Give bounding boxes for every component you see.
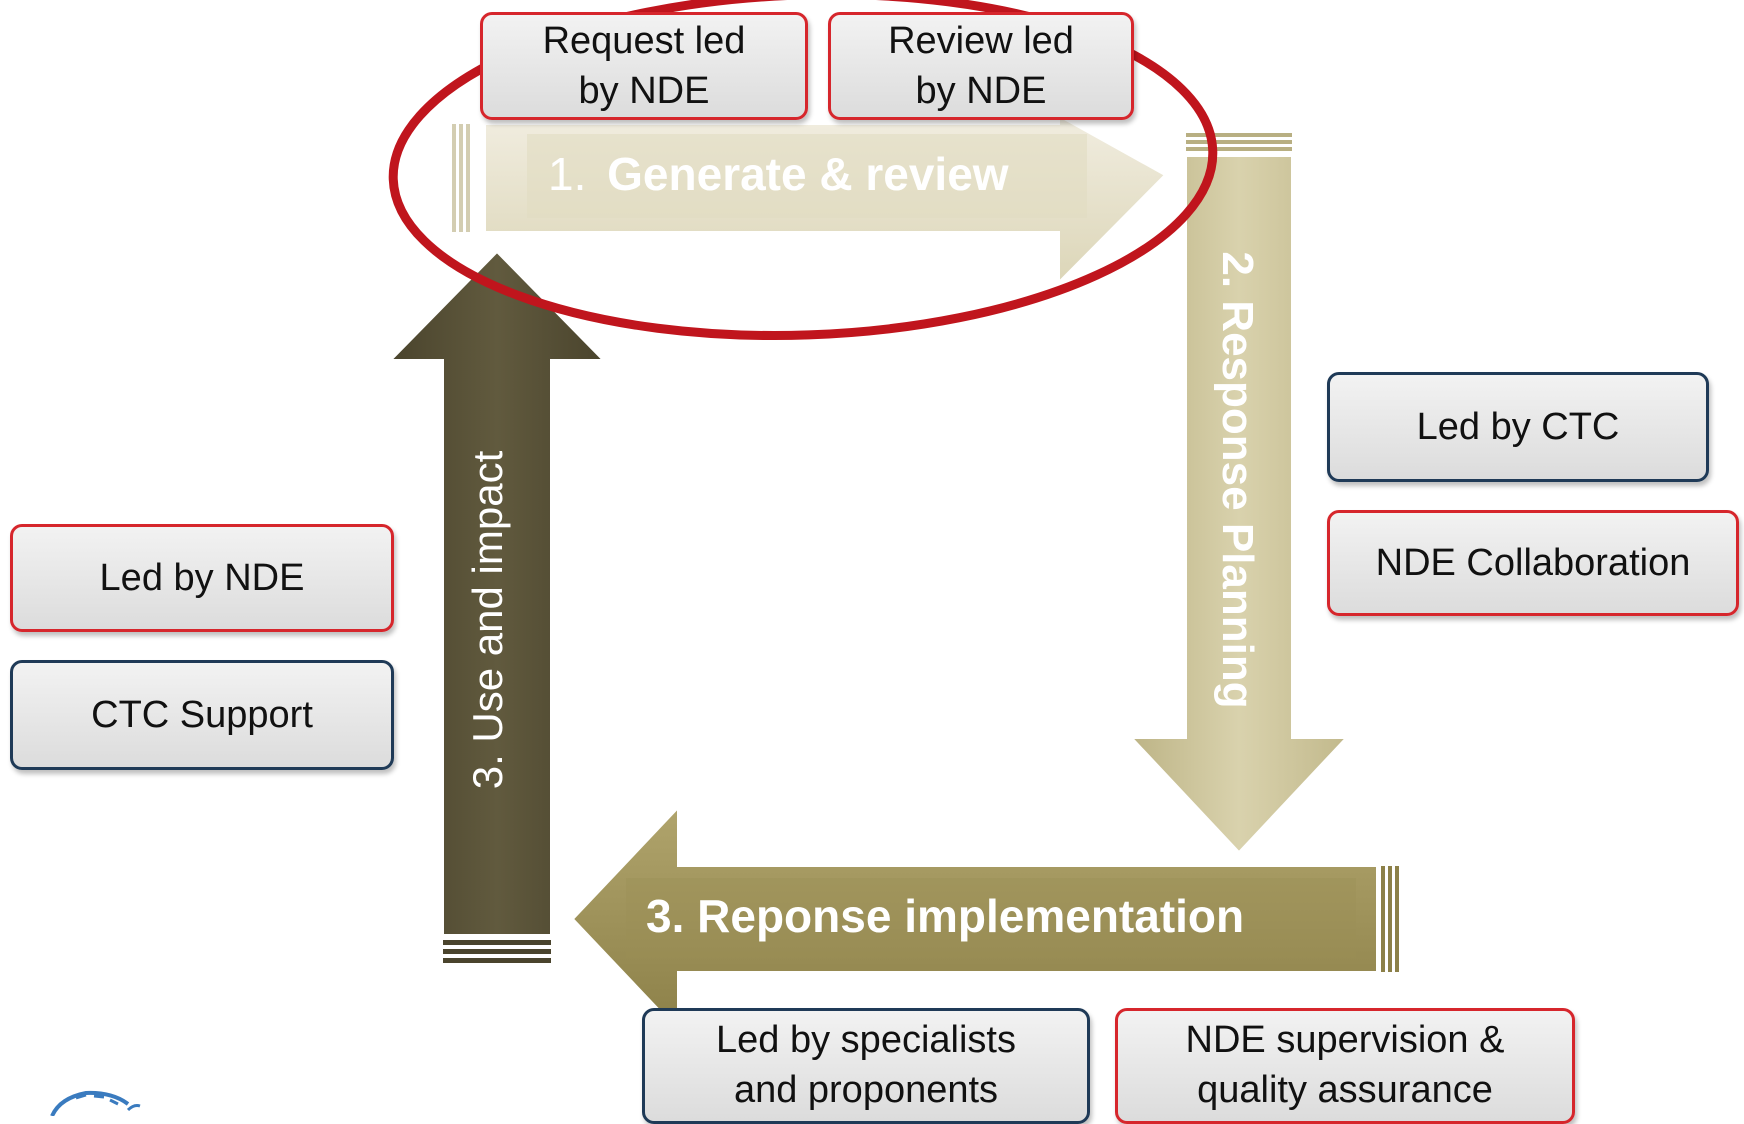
use-and-impact-label: 3. Use and impact (464, 450, 511, 789)
nde-supervision-text: NDE supervision & quality assurance (1185, 1019, 1505, 1112)
generate-review-title: Generate & review (607, 148, 1009, 200)
nde-supervision-box: NDE supervision & quality assurance (1115, 1008, 1575, 1124)
un-logo-icon (50, 1090, 141, 1116)
response-implementation-label: 3. Reponse implementation (646, 890, 1244, 942)
response-planning-label: 2. Response Planning (1213, 251, 1262, 708)
highlight-ellipse (388, 0, 1218, 340)
led-by-specialists-box: Led by specialists and proponents (642, 1008, 1090, 1124)
generate-review-number: 1. (548, 148, 586, 200)
led-by-ctc-box: Led by CTC (1327, 372, 1709, 482)
ctc-support-text: CTC Support (91, 693, 313, 736)
nde-collaboration-text: NDE Collaboration (1375, 541, 1691, 584)
review-led-box: Review led by NDE (828, 12, 1134, 120)
generate-review-arrow: 1. Generate & review (452, 114, 1167, 285)
response-planning-arrow: 2. Response Planning (1129, 133, 1349, 854)
led-by-nde-text: Led by NDE (99, 556, 305, 599)
response-implementation-arrow: 3. Reponse implementation (571, 805, 1399, 1033)
generate-review-label: 1. Generate & review (548, 148, 1009, 200)
led-by-ctc-text: Led by CTC (1416, 405, 1620, 448)
nde-collaboration-box: NDE Collaboration (1327, 510, 1739, 616)
review-led-text: Review led by NDE (888, 19, 1074, 112)
request-led-text: Request led by NDE (542, 19, 746, 112)
led-by-nde-box: Led by NDE (10, 524, 394, 632)
request-led-box: Request led by NDE (480, 12, 808, 120)
led-by-specialists-text: Led by specialists and proponents (716, 1019, 1016, 1112)
use-and-impact-arrow: 3. Use and impact (388, 250, 606, 963)
ctc-support-box: CTC Support (10, 660, 394, 770)
